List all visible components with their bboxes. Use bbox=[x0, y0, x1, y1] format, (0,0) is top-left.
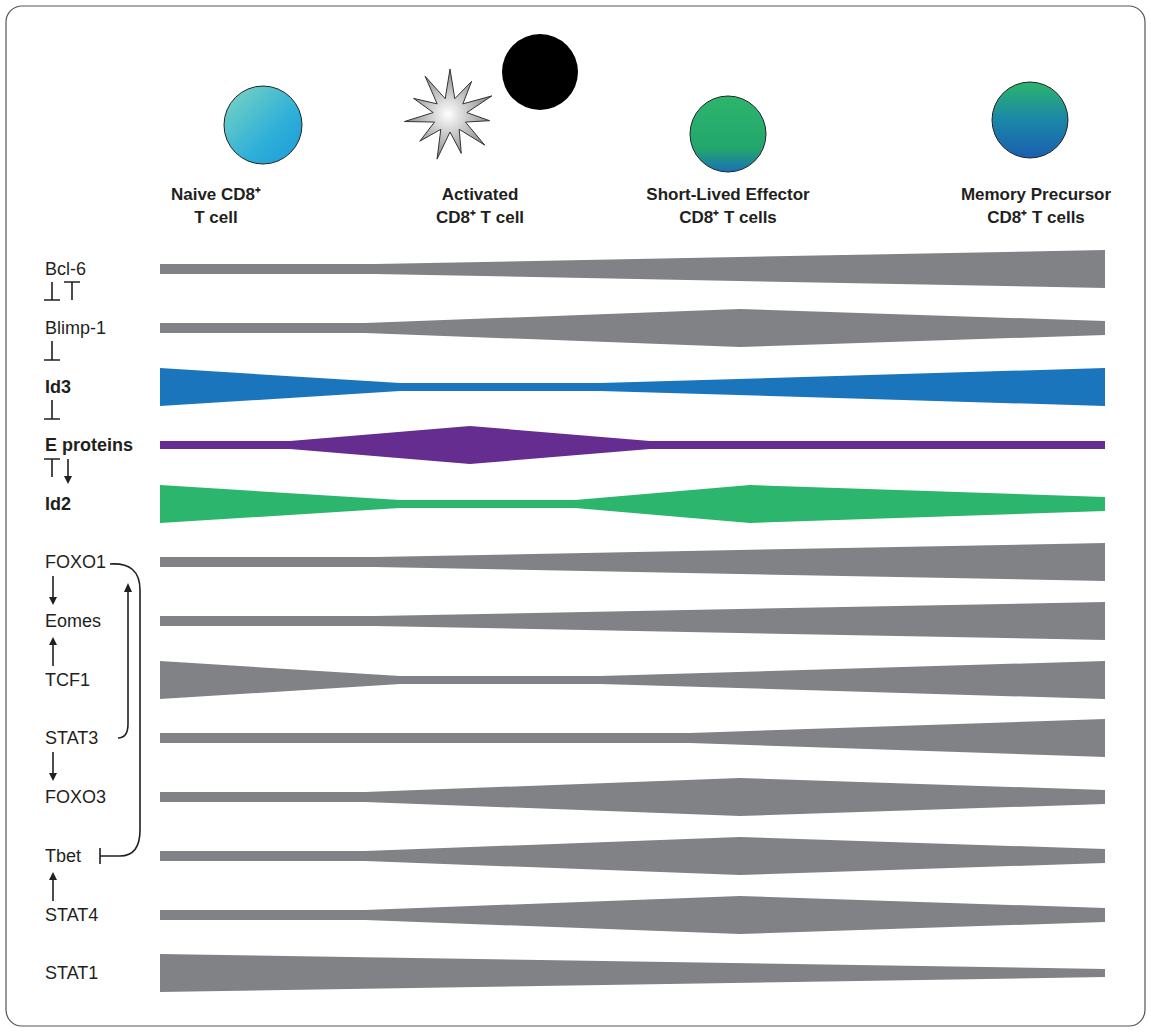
factor-label: FOXO1 bbox=[45, 551, 106, 573]
factor-label: STAT3 bbox=[45, 727, 98, 749]
memory-cell bbox=[992, 82, 1068, 158]
cell-stage: Naive CD8⁺ T cell bbox=[170, 183, 263, 229]
stage-label: Naive CD8⁺ T cell bbox=[170, 183, 263, 229]
stage-label: Memory Precursor CD8⁺ T cells bbox=[959, 183, 1114, 229]
expression-bar bbox=[160, 426, 1105, 464]
cell-stage: Memory Precursor CD8⁺ T cells bbox=[959, 183, 1114, 229]
expression-bar bbox=[160, 719, 1105, 757]
factor-label: Tbet bbox=[45, 845, 81, 867]
expression-bar bbox=[160, 543, 1105, 581]
expression-bar bbox=[160, 778, 1105, 816]
factor-label: STAT1 bbox=[45, 962, 98, 984]
factor-label: Id3 bbox=[45, 376, 71, 398]
regulation-symbols bbox=[44, 282, 140, 901]
antigen-presenting-cell bbox=[502, 34, 578, 110]
expression-bar bbox=[160, 309, 1105, 347]
expression-bar bbox=[160, 250, 1105, 288]
factor-label: Blimp-1 bbox=[45, 317, 106, 339]
cell-stage: Activated CD8⁺ T cell bbox=[434, 183, 527, 229]
expression-bar bbox=[160, 661, 1105, 699]
expression-bar bbox=[160, 954, 1105, 992]
expression-bar bbox=[160, 896, 1105, 934]
stage-label: Activated CD8⁺ T cell bbox=[434, 183, 527, 229]
expression-bar bbox=[160, 837, 1105, 875]
factor-label: Id2 bbox=[45, 493, 71, 515]
frame bbox=[6, 6, 1145, 1026]
naive-cell bbox=[224, 86, 302, 164]
stage-label: Short-Lived Effector CD8⁺ T cells bbox=[644, 183, 812, 229]
effector-cell bbox=[690, 96, 766, 172]
expression-bar bbox=[160, 485, 1105, 523]
activated-cell bbox=[404, 69, 491, 159]
factor-label: TCF1 bbox=[45, 669, 90, 691]
factor-label: Eomes bbox=[45, 610, 101, 632]
expression-bar bbox=[160, 602, 1105, 640]
factor-label: STAT4 bbox=[45, 904, 98, 926]
expression-bar bbox=[160, 368, 1105, 406]
factor-label: Bcl-6 bbox=[45, 258, 86, 280]
factor-label: E proteins bbox=[45, 434, 133, 456]
factor-label: FOXO3 bbox=[45, 786, 106, 808]
cell-stage: Short-Lived Effector CD8⁺ T cells bbox=[644, 183, 812, 229]
